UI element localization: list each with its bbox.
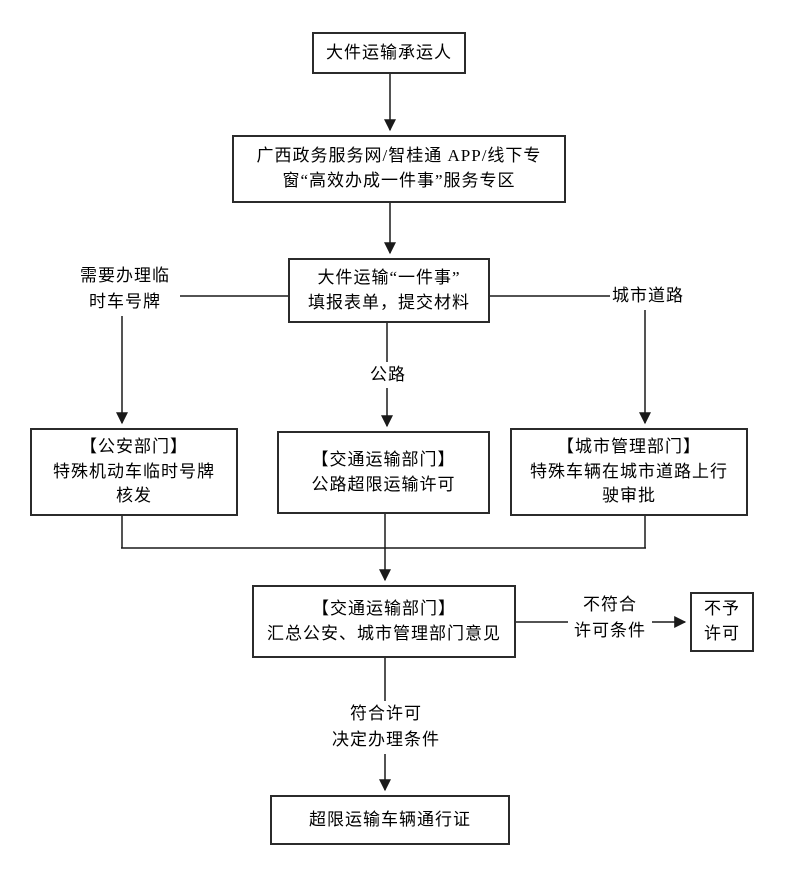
node-transport-line2: 公路超限运输许可	[311, 474, 456, 494]
edge-label-meet-line2: 决定办理条件	[332, 730, 440, 750]
node-summary-line2: 汇总公安、城市管理部门意见	[267, 623, 501, 643]
node-police-department: 【公安部门】 特殊机动车临时号牌 核发	[30, 428, 238, 516]
node-summary-line1: 【交通运输部门】	[312, 598, 456, 618]
node-filing-line1: 大件运输“一件事”	[317, 267, 461, 287]
node-deny-line1: 不予	[704, 599, 740, 619]
node-summary-opinions: 【交通运输部门】 汇总公安、城市管理部门意见	[252, 585, 516, 658]
edge-label-city-road-line: 城市道路	[612, 286, 684, 305]
node-police-line2: 特殊机动车临时号牌	[53, 461, 215, 481]
node-city-management-department: 【城市管理部门】 特殊车辆在城市道路上行 驶审批	[510, 428, 748, 516]
edge-label-highway: 公路	[367, 362, 409, 389]
node-portal-line1: 广西政务服务网/智桂通 APP/线下专	[256, 146, 542, 166]
node-transport-line1: 【交通运输部门】	[311, 449, 456, 469]
node-deny-line2: 许可	[704, 624, 740, 643]
edge-label-meet-conditions: 符合许可 决定办理条件	[329, 701, 443, 754]
node-deny-permit: 不予 许可	[690, 592, 754, 652]
node-city-line3: 驶审批	[602, 486, 656, 506]
node-permit-issued: 超限运输车辆通行证	[270, 795, 510, 845]
node-police-line3: 核发	[116, 486, 152, 506]
edge-label-meet-line1: 符合许可	[350, 704, 422, 723]
node-carrier-line: 大件运输承运人	[326, 42, 452, 62]
node-permit-line: 超限运输车辆通行证	[309, 809, 471, 829]
node-city-line2: 特殊车辆在城市道路上行	[530, 461, 728, 481]
edge-label-temp-plate-line2: 时车号牌	[89, 292, 161, 312]
edge-label-temp-plate-line1: 需要办理临	[80, 266, 170, 285]
edge-label-not-meet-conditions: 不符合 许可条件	[574, 592, 646, 645]
node-filing-line2: 填报表单，提交材料	[308, 292, 470, 312]
node-service-portal: 广西政务服务网/智桂通 APP/线下专 窗“高效办成一件事”服务专区	[232, 135, 566, 203]
edge-label-city-road: 城市道路	[612, 283, 684, 309]
node-carrier: 大件运输承运人	[312, 32, 466, 74]
node-portal-line2: 窗“高效办成一件事”服务专区	[282, 171, 516, 190]
edge-label-not-meet-line2: 许可条件	[574, 621, 646, 641]
node-police-line1: 【公安部门】	[80, 437, 188, 457]
node-filing: 大件运输“一件事” 填报表单，提交材料	[288, 258, 490, 323]
node-transport-department: 【交通运输部门】 公路超限运输许可	[277, 431, 490, 514]
edge-label-highway-line: 公路	[370, 365, 406, 384]
edge-label-not-meet-line1: 不符合	[583, 595, 637, 614]
node-city-line1: 【城市管理部门】	[557, 437, 701, 457]
edge-label-temp-plate: 需要办理临 时车号牌	[80, 263, 170, 316]
